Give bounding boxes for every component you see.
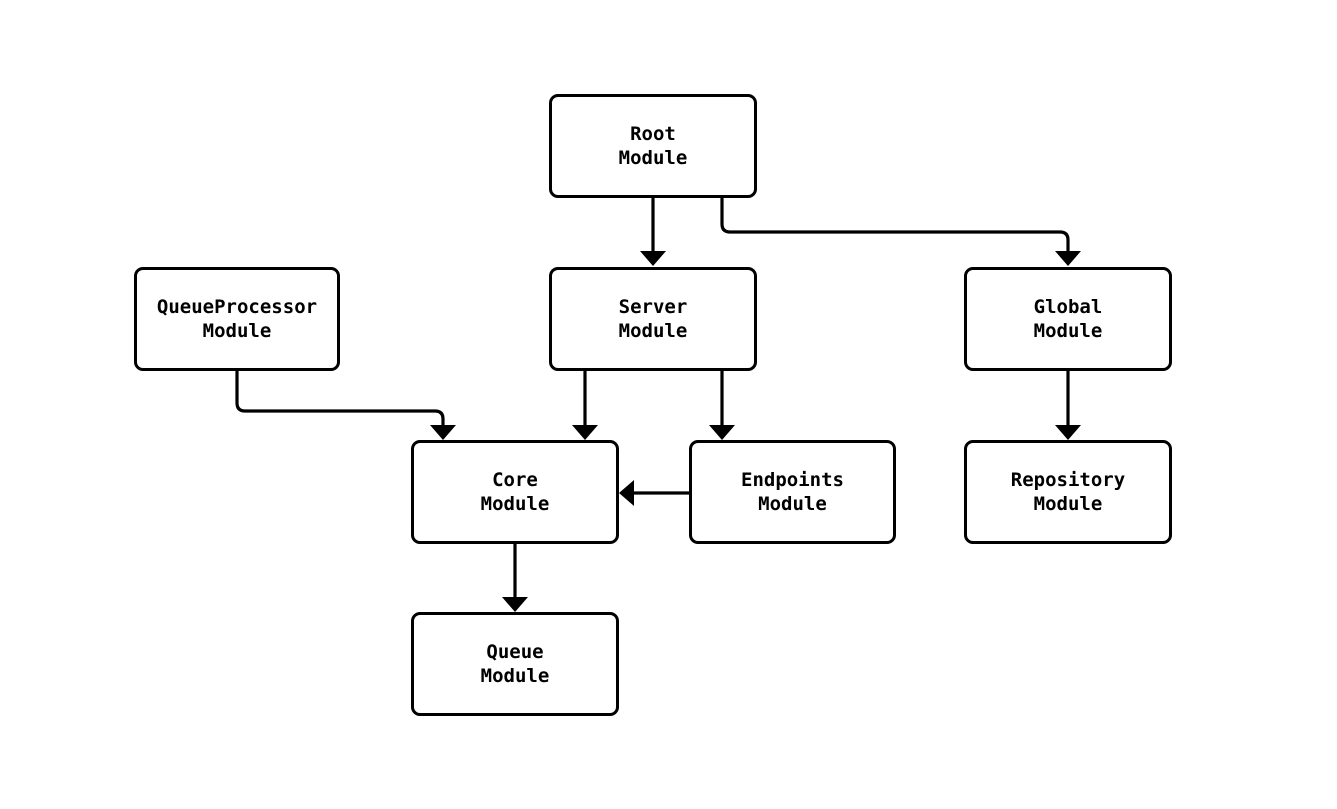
node-queue-module: Queue Module	[411, 612, 619, 716]
arrowhead-root-global	[1055, 251, 1081, 266]
node-label: Module	[1033, 493, 1103, 515]
node-root-module: Root Module	[549, 94, 757, 198]
node-label: Module	[758, 493, 827, 515]
node-server-module: Server Module	[549, 267, 757, 371]
node-label: QueueProcessor	[156, 296, 318, 318]
arrowhead-root-server	[640, 251, 666, 266]
node-core-module: Core Module	[411, 440, 619, 544]
node-label: Server	[618, 296, 688, 318]
arrowhead-server-core	[572, 425, 598, 440]
arrowhead-endpoints-core	[619, 480, 634, 506]
arrowhead-global-repository	[1055, 425, 1081, 440]
node-label: Module	[1033, 320, 1103, 342]
arrowhead-queueprocessor-core	[430, 425, 456, 440]
node-label: Module	[618, 320, 688, 342]
node-label: Module	[480, 493, 550, 515]
node-label: Core	[492, 469, 538, 491]
node-repository-module: Repository Module	[964, 440, 1172, 544]
node-label: Module	[618, 147, 688, 169]
arrowhead-server-endpoints	[709, 425, 735, 440]
node-label: Endpoints	[741, 469, 844, 491]
node-endpoints-module: Endpoints Module	[689, 440, 896, 544]
arrowhead-core-queue	[502, 597, 528, 612]
node-label: Repository	[1010, 469, 1126, 491]
node-queueprocessor-module: QueueProcessor Module	[134, 267, 340, 371]
node-label: Global	[1033, 296, 1103, 318]
edge-queueprocessor-core	[235, 371, 445, 427]
node-global-module: Global Module	[964, 267, 1172, 371]
node-label: Queue	[486, 641, 544, 663]
node-label: Root	[630, 123, 676, 145]
node-label: Module	[480, 665, 550, 687]
edge-root-global	[720, 198, 1070, 253]
node-label: Module	[202, 320, 272, 342]
